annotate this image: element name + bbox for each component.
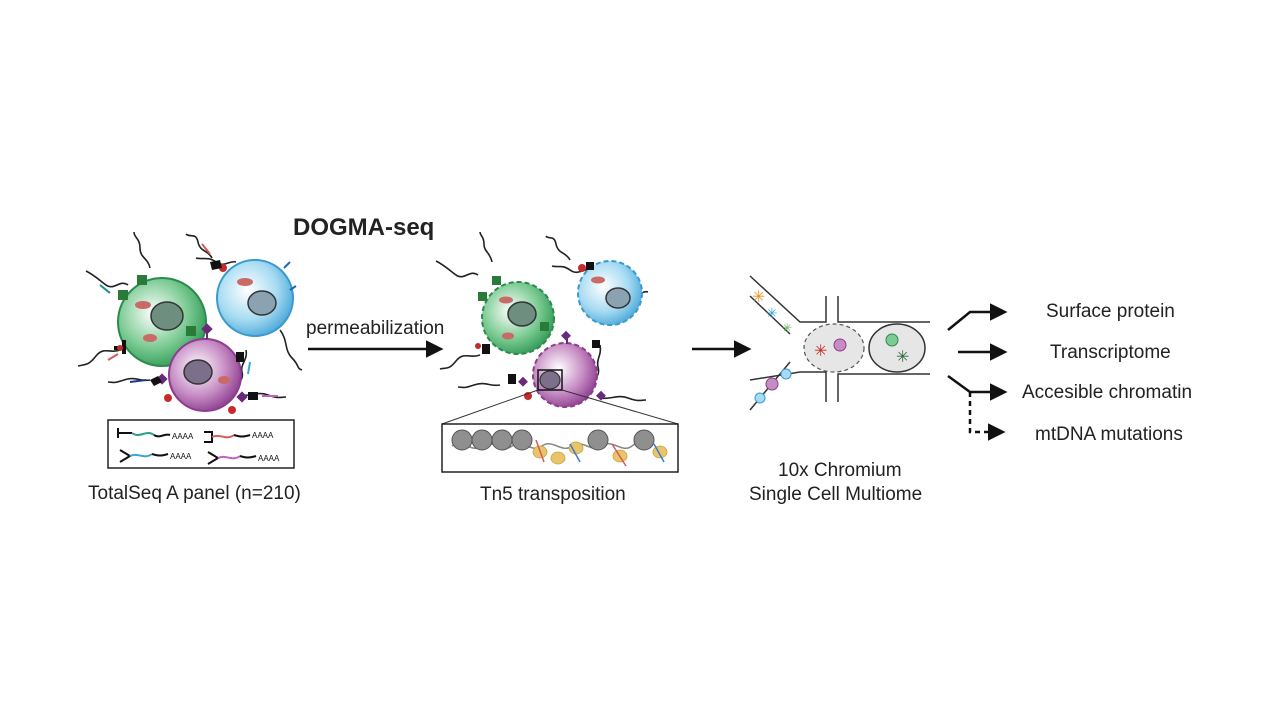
tn5-zoom-box <box>441 423 679 473</box>
svg-text:✳: ✳ <box>766 305 778 321</box>
svg-text:✳: ✳ <box>814 343 827 360</box>
svg-text:✳: ✳ <box>896 349 909 366</box>
totalseq-panel-box: AAAA AAAA AAAA AAAA <box>107 419 295 469</box>
svg-text:✳: ✳ <box>782 321 792 335</box>
svg-text:✳: ✳ <box>752 289 765 306</box>
output-transcriptome: Transcriptome <box>1050 342 1171 363</box>
polya-tail-3: AAAA <box>170 452 192 461</box>
label-tn5-transposition: Tn5 transposition <box>480 484 626 505</box>
polya-tail-2: AAAA <box>252 431 274 440</box>
polya-tail-1: AAAA <box>172 432 194 441</box>
cell-cluster-intact <box>77 231 303 414</box>
label-chromium-line1: 10x Chromium <box>778 460 902 481</box>
label-permeabilization: permeabilization <box>306 318 445 339</box>
output-mtdna-mutations: mtDNA mutations <box>1035 424 1183 445</box>
cell-cluster-permeabilized <box>435 231 679 425</box>
diagram-title: DOGMA-seq <box>293 214 435 241</box>
output-accessible-chromatin: Accesible chromatin <box>1022 382 1193 403</box>
chip-cells: ✳ ✳ ✳ ✳ ✳ <box>752 289 926 404</box>
output-arrows <box>947 303 1008 441</box>
output-surface-protein: Surface protein <box>1046 301 1175 322</box>
label-totalseq-panel: TotalSeq A panel (n=210) <box>88 483 301 504</box>
polya-tail-4: AAAA <box>258 454 280 463</box>
label-chromium-line2: Single Cell Multiome <box>749 484 923 505</box>
